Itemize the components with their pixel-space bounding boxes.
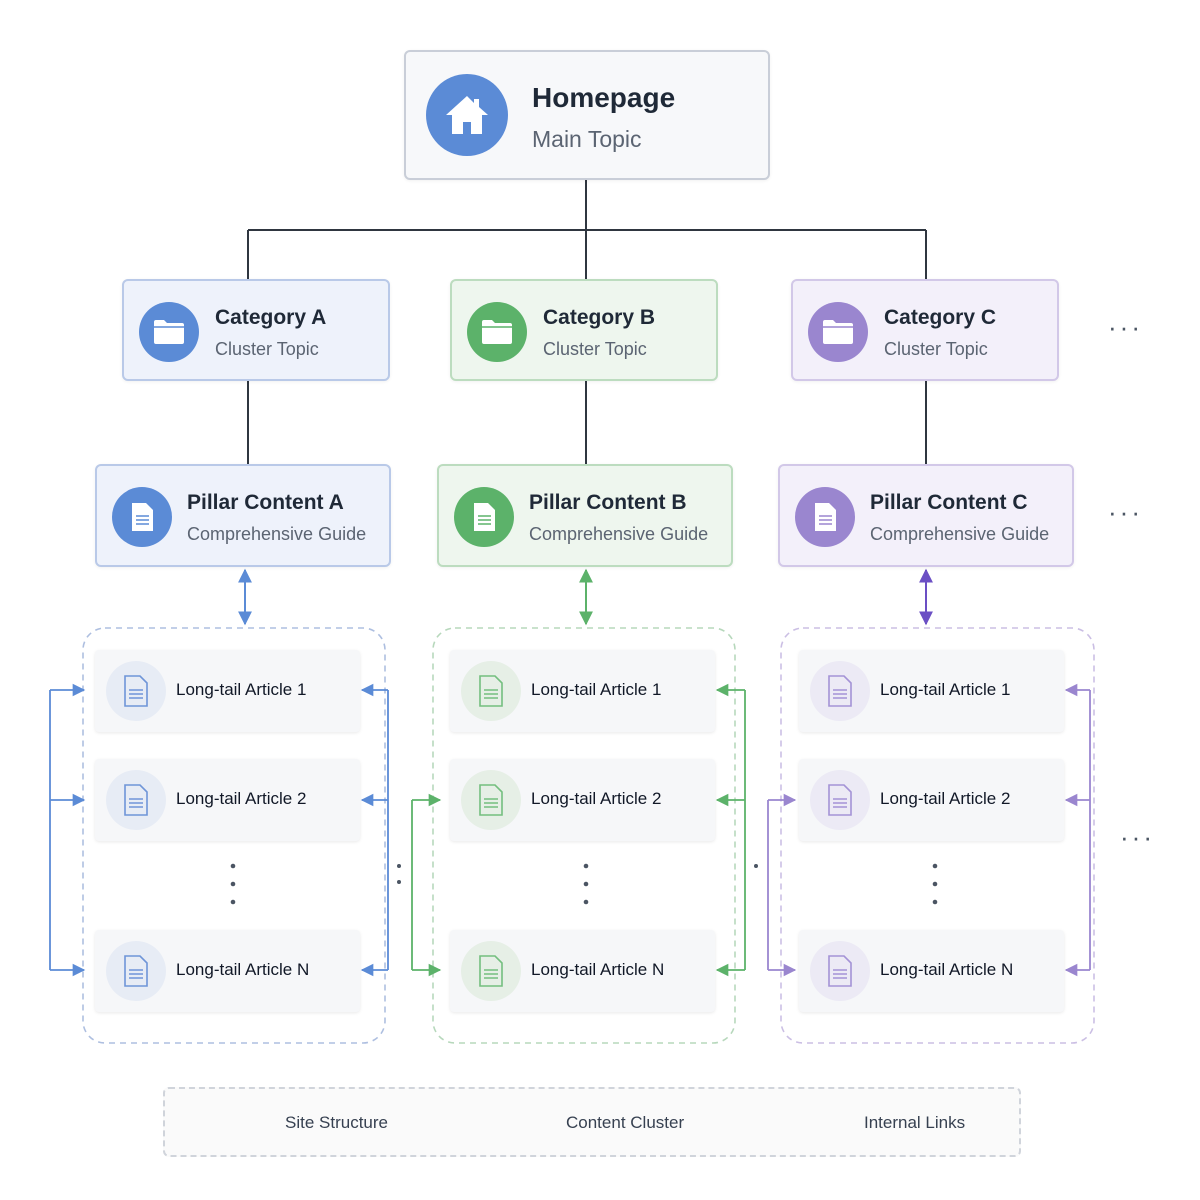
article-label: Long-tail Article N (880, 960, 1014, 979)
homepage-title: Homepage (532, 82, 676, 113)
article-c-n[interactable]: Long-tail Article N (799, 930, 1064, 1012)
more-pillars-ellipsis: ··· (1108, 497, 1143, 527)
legend-site-structure: Site Structure (285, 1113, 388, 1132)
folder-icon (808, 302, 868, 362)
pillar-c-title: Pillar Content C (870, 491, 1028, 514)
document-icon (810, 941, 870, 1001)
document-icon (810, 661, 870, 721)
article-label: Long-tail Article N (531, 960, 665, 979)
category-c-title: Category C (884, 306, 997, 329)
pillar-a-title: Pillar Content A (187, 491, 344, 514)
article-b-2[interactable]: Long-tail Article 2 (450, 759, 715, 841)
category-a-title: Category A (215, 306, 327, 329)
pillar-a-subtitle: Comprehensive Guide (187, 524, 367, 544)
document-icon (461, 770, 521, 830)
article-label: Long-tail Article 1 (176, 680, 307, 699)
article-label: Long-tail Article 2 (176, 789, 307, 808)
more-categories-ellipsis: ··· (1108, 312, 1143, 342)
document-icon (461, 941, 521, 1001)
document-icon (106, 941, 166, 1001)
article-label: Long-tail Article 2 (531, 789, 662, 808)
article-a-2[interactable]: Long-tail Article 2 (95, 759, 360, 841)
document-icon (454, 487, 514, 547)
article-label: Long-tail Article 2 (880, 789, 1011, 808)
more-clusters-ellipsis: ··· (1120, 822, 1155, 852)
document-icon (112, 487, 172, 547)
internal-links-a (49, 683, 389, 977)
vertical-ellipsis-b (583, 863, 589, 905)
legend: Site Structure Content Cluster Internal … (163, 1087, 1021, 1157)
folder-icon (139, 302, 199, 362)
article-b-n[interactable]: Long-tail Article N (450, 930, 715, 1012)
article-label: Long-tail Article 1 (531, 680, 662, 699)
vertical-ellipsis-a (230, 863, 236, 905)
pillar-b-subtitle: Comprehensive Guide (529, 524, 709, 544)
document-icon (461, 661, 521, 721)
internal-links-c (767, 683, 1091, 977)
legend-content-cluster: Content Cluster (566, 1113, 685, 1132)
category-b-subtitle: Cluster Topic (543, 339, 647, 359)
article-label: Long-tail Article 1 (880, 680, 1011, 699)
article-c-1[interactable]: Long-tail Article 1 (799, 650, 1064, 732)
pillar-b-node[interactable]: Pillar Content B Comprehensive Guide (437, 464, 733, 567)
document-icon (810, 770, 870, 830)
article-label: Long-tail Article N (176, 960, 310, 979)
folder-icon (467, 302, 527, 362)
category-a-node[interactable]: Category A Cluster Topic (122, 279, 390, 381)
article-c-2[interactable]: Long-tail Article 2 (799, 759, 1064, 841)
homepage-subtitle: Main Topic (532, 126, 642, 152)
category-b-title: Category B (543, 306, 656, 329)
legend-internal-links: Internal Links (864, 1113, 966, 1132)
content-cluster-frames (82, 627, 1095, 1044)
site-structure-lines (247, 180, 927, 464)
pillar-b-title: Pillar Content B (529, 491, 687, 514)
article-a-n[interactable]: Long-tail Article N (95, 930, 360, 1012)
internal-links-b (411, 683, 746, 977)
document-icon (106, 770, 166, 830)
category-c-node[interactable]: Category C Cluster Topic (791, 279, 1059, 381)
pillar-a-node[interactable]: Pillar Content A Comprehensive Guide (95, 464, 391, 567)
article-a-1[interactable]: Long-tail Article 1 (95, 650, 360, 732)
between-cluster-dots (397, 864, 758, 884)
homepage-node[interactable]: Homepage Main Topic (404, 50, 770, 180)
document-icon (795, 487, 855, 547)
category-a-subtitle: Cluster Topic (215, 339, 319, 359)
category-c-subtitle: Cluster Topic (884, 339, 988, 359)
document-icon (106, 661, 166, 721)
pillar-c-subtitle: Comprehensive Guide (870, 524, 1050, 544)
pillar-c-node[interactable]: Pillar Content C Comprehensive Guide (778, 464, 1074, 567)
vertical-ellipsis-c (932, 863, 938, 905)
house-icon (426, 74, 508, 156)
category-b-node[interactable]: Category B Cluster Topic (450, 279, 718, 381)
article-b-1[interactable]: Long-tail Article 1 (450, 650, 715, 732)
